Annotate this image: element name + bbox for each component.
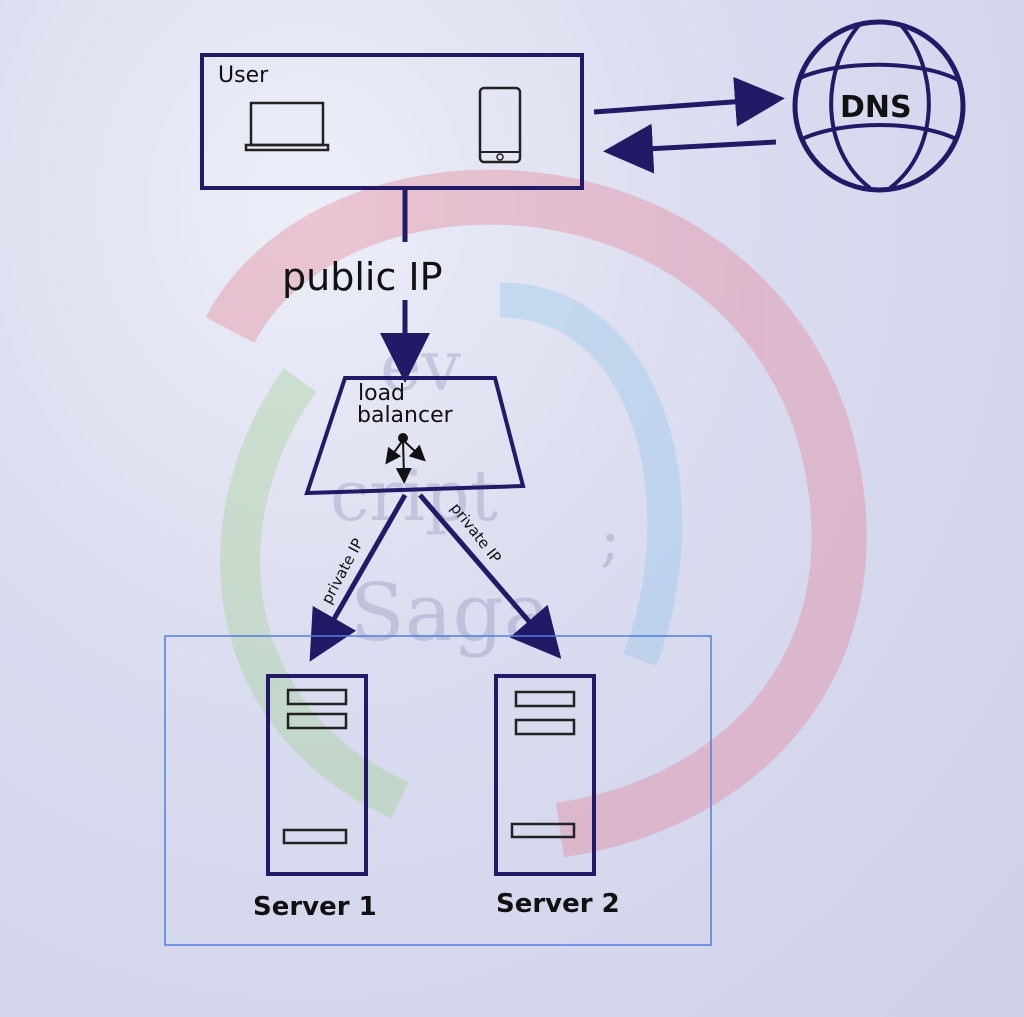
arrow-user-to-dns (593, 76, 785, 127)
split-arrows-icon (385, 433, 426, 484)
phone-icon (478, 86, 522, 164)
dns-label: DNS (840, 90, 912, 125)
svg-text:cript: cript (330, 455, 498, 537)
arrow-dns-to-user (603, 123, 777, 174)
server-2: Server 2 (494, 674, 620, 919)
watermark-logo: ev cript Saga ; (205, 169, 867, 858)
user-label: User (218, 63, 269, 88)
server-1: Server 1 (253, 674, 377, 922)
load-balancer-label-2: balancer (357, 403, 454, 428)
load-balancer-label-1: load (358, 381, 405, 406)
public-ip-label: public IP (282, 255, 443, 299)
load-balancer: load balancer (304, 376, 526, 496)
server-icon (266, 674, 368, 876)
server-icon (494, 674, 596, 876)
server-cluster-boundary (164, 635, 712, 946)
server1-label: Server 1 (253, 892, 377, 922)
globe-icon (792, 19, 966, 193)
laptop-icon (244, 101, 330, 152)
user-box: User (200, 53, 584, 190)
dns-globe: DNS (792, 19, 966, 193)
arrow-lb-to-server2 (418, 493, 562, 659)
svg-text:;: ; (600, 505, 620, 575)
arrow-lb-to-server1 (309, 493, 408, 662)
server2-label: Server 2 (496, 889, 620, 919)
